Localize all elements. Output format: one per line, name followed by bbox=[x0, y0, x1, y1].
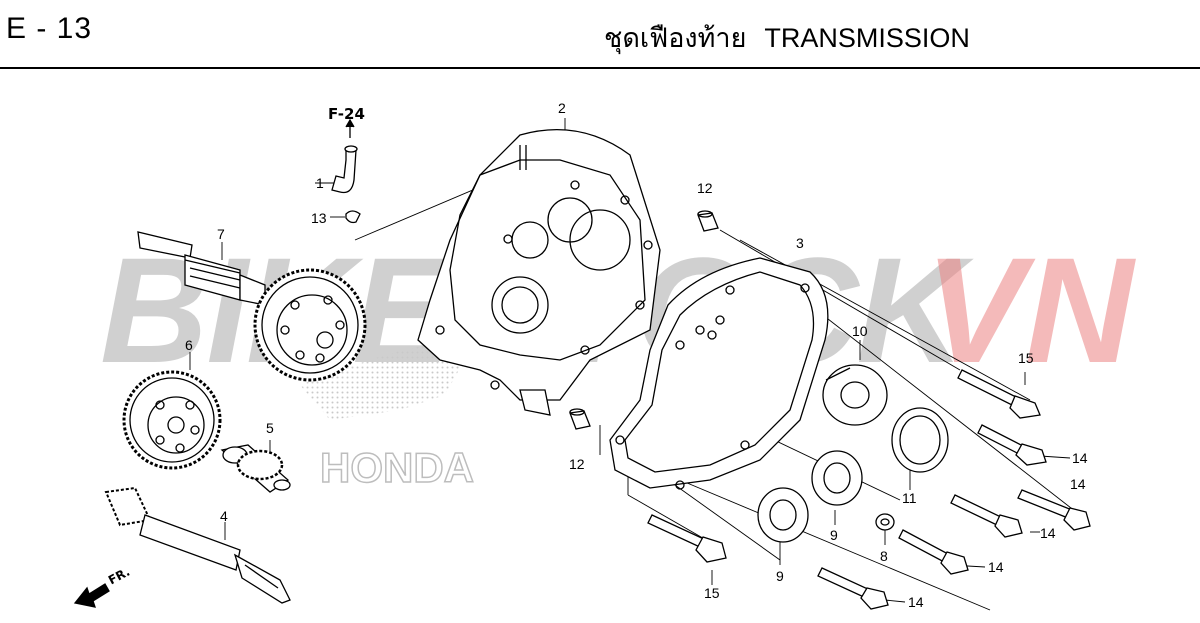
callout-13[interactable]: 13 bbox=[311, 210, 327, 226]
part-15-bolt-lower bbox=[647, 514, 727, 563]
front-arrow-icon bbox=[73, 583, 110, 608]
part-5-countershaft-small-gear bbox=[220, 444, 291, 493]
callout-14-d[interactable]: 14 bbox=[988, 559, 1004, 575]
part-10-bearing bbox=[822, 364, 888, 426]
part-14-bolt-e bbox=[817, 567, 889, 610]
page-header: E - 13 ชุดเฟืองท้าย TRANSMISSION bbox=[0, 0, 1200, 69]
part-4-drive-shaft bbox=[104, 486, 291, 604]
callout-4[interactable]: 4 bbox=[220, 508, 228, 524]
part-14-bolt-c bbox=[950, 494, 1023, 538]
part-14-bolt-a bbox=[977, 424, 1047, 466]
title-thai: ชุดเฟืองท้าย bbox=[604, 23, 747, 53]
part-12-dowel-pin-lower bbox=[569, 408, 591, 430]
callout-5[interactable]: 5 bbox=[266, 420, 274, 436]
part-14-bolt-b bbox=[1017, 489, 1091, 531]
part-9-bearing-lower bbox=[757, 487, 809, 543]
part-1-breather-tube bbox=[331, 145, 358, 194]
title-english: TRANSMISSION bbox=[764, 23, 970, 53]
callout-12-upper[interactable]: 12 bbox=[697, 180, 713, 196]
callout-2[interactable]: 2 bbox=[558, 100, 566, 116]
part-13-clip bbox=[345, 210, 361, 224]
callout-9-upper[interactable]: 9 bbox=[830, 527, 838, 543]
part-7-final-shaft bbox=[137, 231, 367, 382]
callout-15-upper[interactable]: 15 bbox=[1018, 350, 1034, 366]
part-14-bolt-d bbox=[898, 529, 969, 575]
part-6-countershaft-gear bbox=[122, 370, 222, 470]
callout-15-lower[interactable]: 15 bbox=[704, 585, 720, 601]
part-11-oil-seal bbox=[891, 407, 949, 473]
page-title: ชุดเฟืองท้าย TRANSMISSION bbox=[604, 16, 970, 59]
callout-12-lower[interactable]: 12 bbox=[569, 456, 585, 472]
part-12-dowel-pin-upper bbox=[697, 210, 719, 232]
callout-9-lower[interactable]: 9 bbox=[776, 568, 784, 584]
callout-3[interactable]: 3 bbox=[796, 235, 804, 251]
callout-14-e[interactable]: 14 bbox=[908, 594, 924, 610]
part-9-bearing-upper bbox=[811, 450, 863, 506]
honda-wing-logo: HONDA bbox=[300, 345, 475, 492]
part-3-gasket bbox=[609, 257, 829, 490]
header-rule bbox=[0, 67, 1200, 69]
part-15-bolt-upper bbox=[957, 369, 1041, 419]
ref-f24[interactable]: F-24 bbox=[328, 105, 365, 123]
callout-11[interactable]: 11 bbox=[902, 490, 917, 506]
callout-1[interactable]: 1 bbox=[316, 175, 324, 191]
callout-8[interactable]: 8 bbox=[880, 548, 888, 564]
callout-14-b[interactable]: 14 bbox=[1070, 476, 1086, 492]
parts-diagram: HONDA bbox=[73, 118, 1091, 611]
page-code: E - 13 bbox=[6, 12, 93, 45]
callout-10[interactable]: 10 bbox=[852, 323, 868, 339]
part-8-washer bbox=[875, 513, 895, 531]
part-2-transmission-case bbox=[417, 129, 661, 416]
callout-14-c[interactable]: 14 bbox=[1040, 525, 1056, 541]
callout-7[interactable]: 7 bbox=[217, 226, 225, 242]
honda-logo-text: HONDA bbox=[320, 444, 474, 491]
callout-14-a[interactable]: 14 bbox=[1072, 450, 1088, 466]
callout-6[interactable]: 6 bbox=[185, 337, 193, 353]
